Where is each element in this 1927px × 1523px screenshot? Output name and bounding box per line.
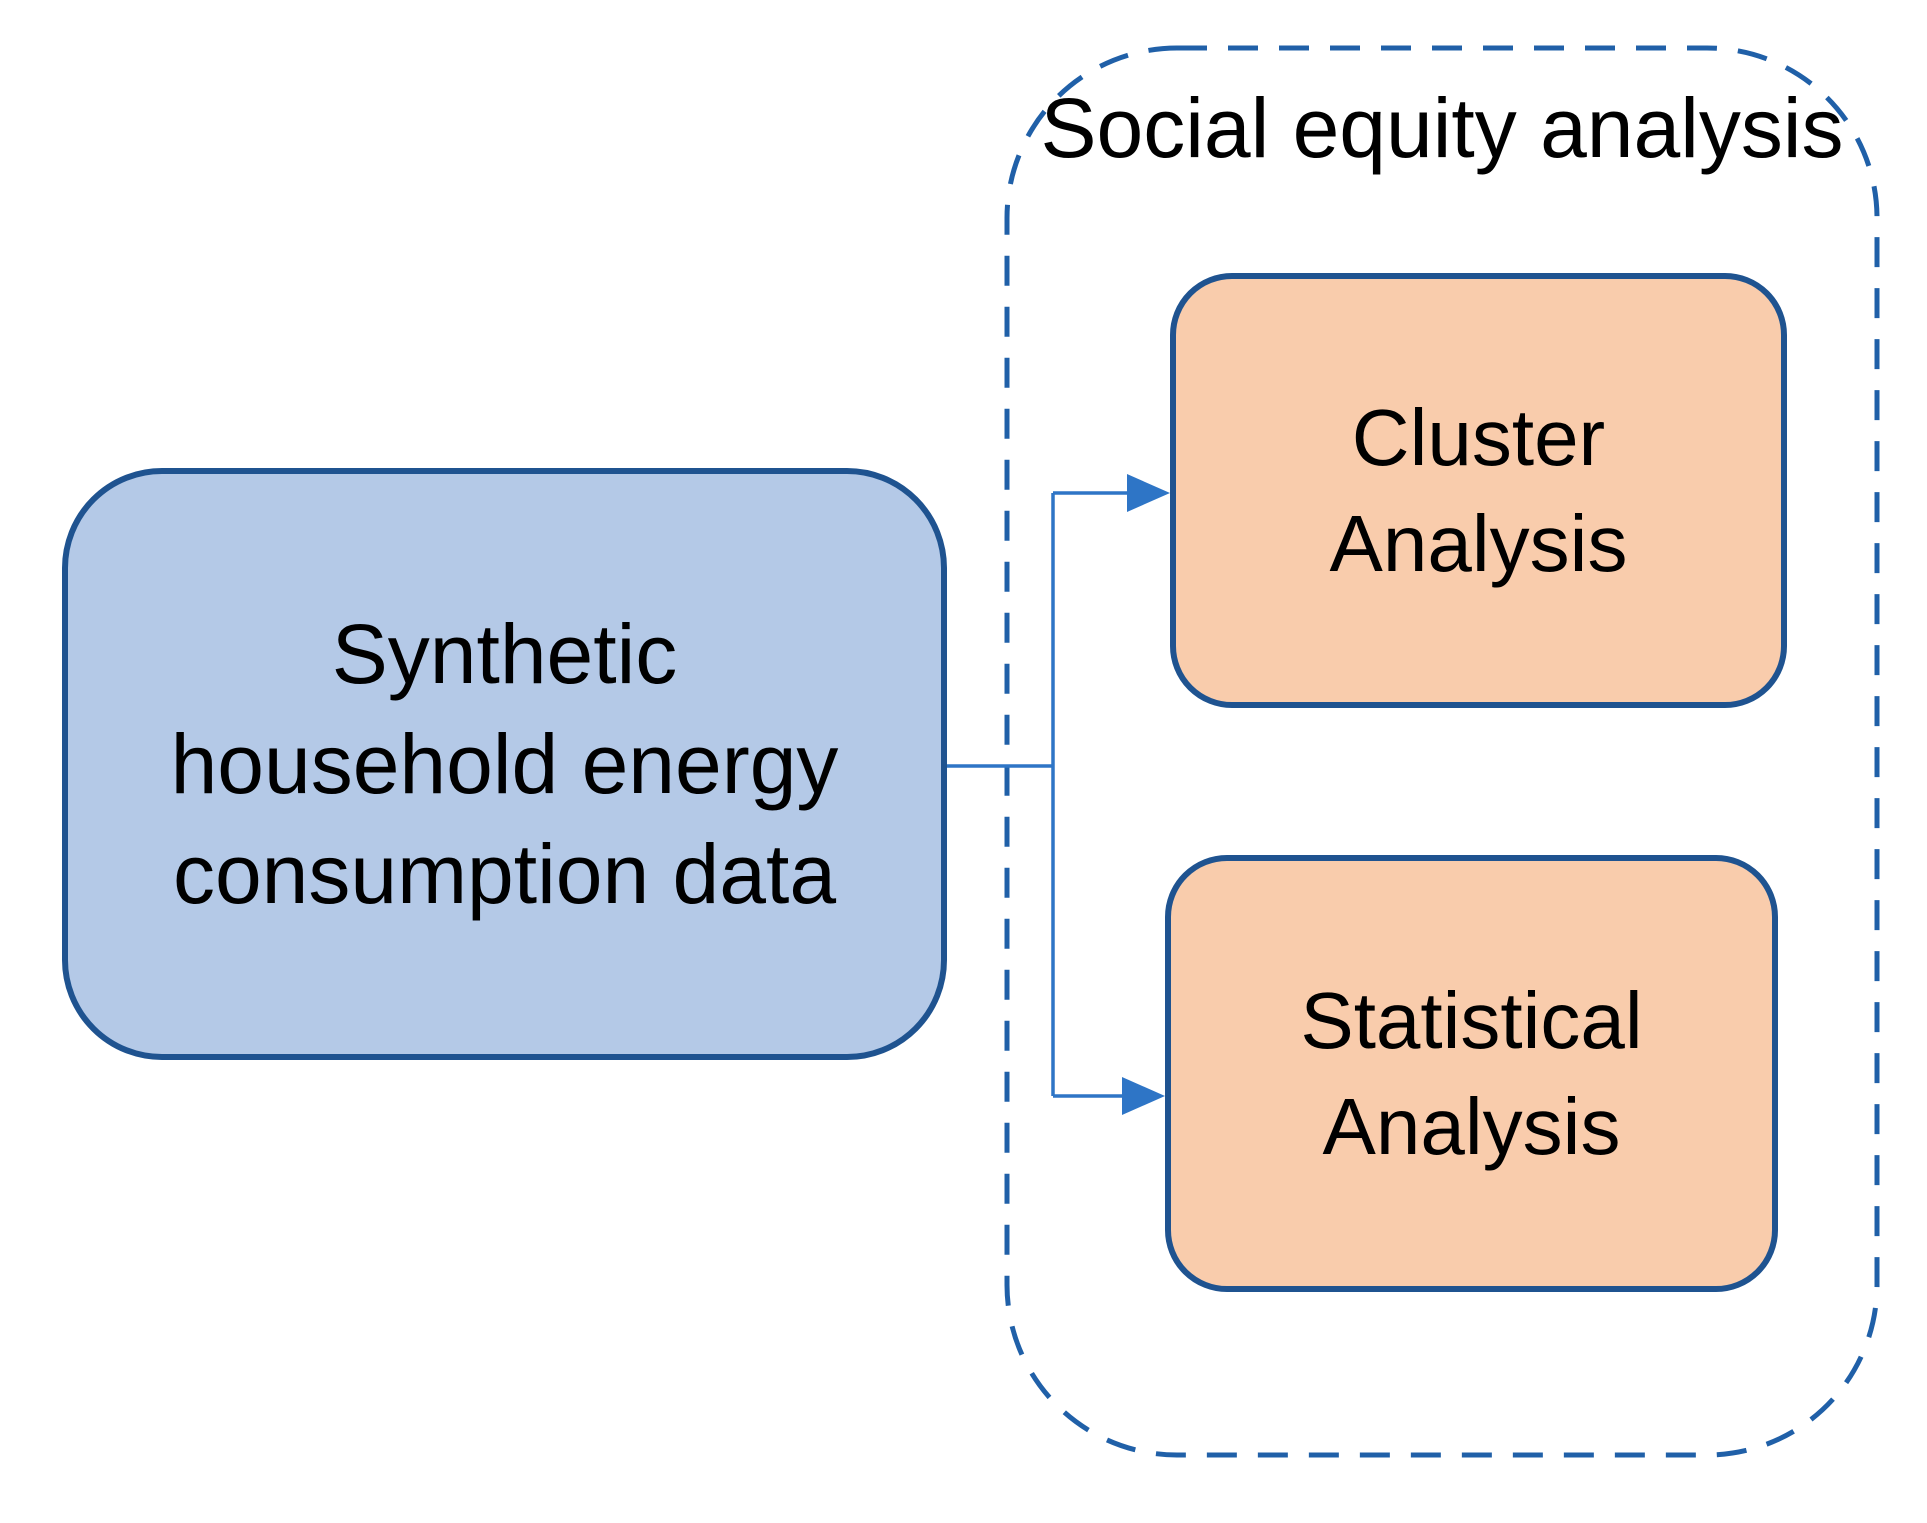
cluster-arrowhead-icon [1127,474,1170,512]
source-data-box-label-line: household energy [170,717,839,811]
cluster-analysis-box-label-line: Cluster [1351,392,1606,482]
statistical-analysis-box: Statistical Analysis [1165,855,1778,1292]
source-data-box-label-line: Synthetic [331,607,678,701]
source-data-box-label-line: consumption data [172,827,837,921]
cluster-analysis-box-label-line: Analysis [1329,498,1628,588]
statistical-analysis-box-label-line: Analysis [1322,1081,1621,1171]
statistical-analysis-box-label-line: Statistical [1300,975,1643,1065]
source-data-box: Synthetic household energy consumption d… [62,468,947,1060]
social-equity-group-title: Social equity analysis [1040,81,1844,175]
social-equity-group-outline [1004,45,1880,1458]
statistical-arrowhead-icon [1122,1077,1165,1115]
cluster-analysis-box: Cluster Analysis [1170,273,1787,708]
